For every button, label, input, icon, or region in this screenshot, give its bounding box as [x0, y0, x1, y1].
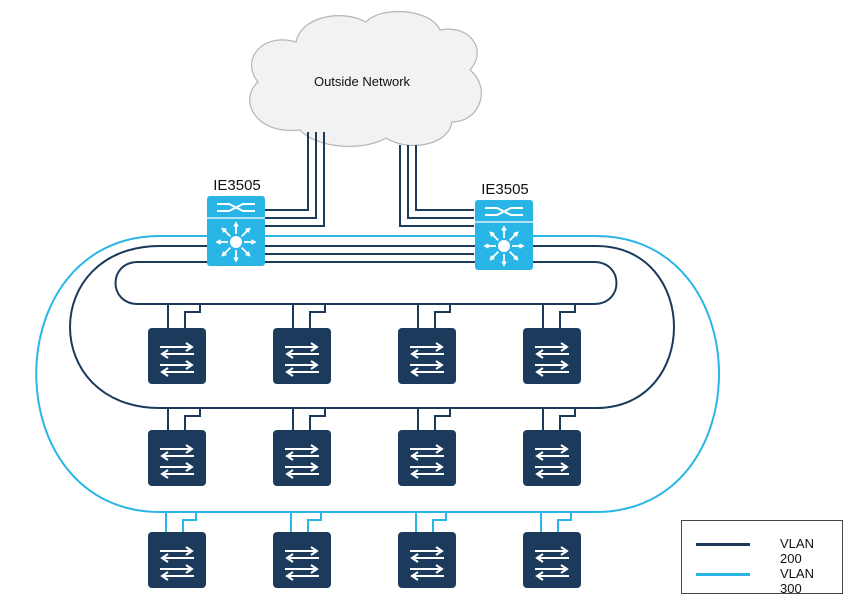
- layer2-switch-icon: [148, 430, 206, 486]
- vlan200-inner-ring: [114, 261, 618, 305]
- legend: VLAN 200 VLAN 300: [681, 520, 843, 596]
- multilayer-switch-icon: [475, 200, 533, 270]
- legend-item-vlan300: VLAN 300: [696, 565, 836, 596]
- uplink-right: [399, 145, 474, 227]
- distribution-switch-label-right: IE3505: [481, 181, 529, 198]
- cloud-icon: [249, 10, 482, 148]
- layer2-switch-icon: [398, 328, 456, 384]
- multilayer-switch-icon: [207, 196, 265, 266]
- cloud-label: Outside Network: [314, 74, 411, 89]
- uplink-left: [265, 132, 325, 227]
- legend-label-vlan200: VLAN 200: [780, 536, 814, 566]
- row2-links: [167, 408, 576, 430]
- legend-swatch-vlan300: [696, 573, 750, 576]
- layer2-switch-icon: [148, 328, 206, 384]
- layer2-switch-icon: [273, 430, 331, 486]
- distribution-switch-label-left: IE3505: [213, 177, 261, 194]
- legend-swatch-vlan200: [696, 543, 750, 546]
- vlan300-outer-ring: [35, 235, 720, 513]
- layer2-switch-icon: [273, 532, 331, 588]
- layer2-switch-icon: [148, 532, 206, 588]
- layer2-switch-icon: [523, 532, 581, 588]
- row3-links: [165, 512, 572, 532]
- legend-label-vlan300: VLAN 300: [780, 566, 814, 596]
- vlan200-outer-ring: [69, 245, 675, 409]
- legend-item-vlan200: VLAN 200: [696, 535, 836, 566]
- layer2-switch-icon: [398, 532, 456, 588]
- layer2-switch-icon: [523, 328, 581, 384]
- layer2-switch-icon: [398, 430, 456, 486]
- row1-links: [167, 304, 576, 328]
- layer2-switch-icon: [273, 328, 331, 384]
- layer2-switch-icon: [523, 430, 581, 486]
